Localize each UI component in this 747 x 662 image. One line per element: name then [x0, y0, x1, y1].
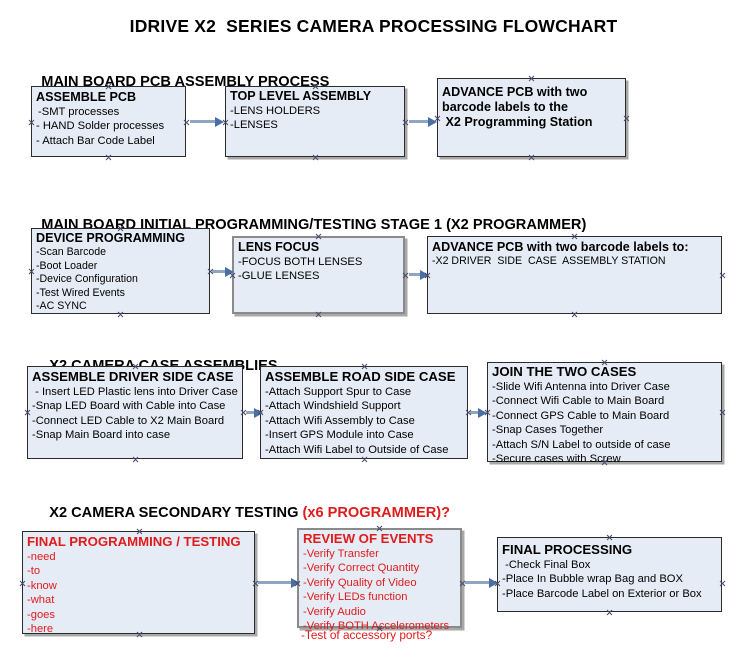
node-heading: REVIEW OF EVENTS: [303, 531, 434, 546]
node-line: -Snap Cases Together: [492, 424, 604, 437]
node-line: - Attach Bar Code Label: [36, 134, 155, 147]
arrow-device-programming-to-lens-focus: [212, 266, 234, 277]
node-line: -Connect LED Cable to X2 Main Board: [32, 414, 225, 427]
section-title-x2-camera-secondary-testing: X2 CAMERA SECONDARY TESTING (x6 PROGRAMM…: [33, 489, 450, 537]
node-line: -Place In Bubble wrap Bag and BOX: [502, 573, 683, 586]
section-title-accent: (x6 PROGRAMMER)?: [302, 505, 451, 521]
node-review-of-events[interactable]: REVIEW OF EVENTS -Verify Transfer -Verif…: [297, 528, 462, 632]
node-heading: FINAL PROGRAMMING / TESTING: [27, 534, 241, 549]
node-line: barcode labels to the: [442, 100, 568, 114]
node-line: -Verify Transfer: [303, 548, 379, 560]
node-line: -Place Barcode Label on Exterior or Box: [502, 587, 702, 600]
node-heading: ADVANCE PCB with two barcode labels to:: [432, 240, 689, 254]
node-line: -Check Final Box: [502, 559, 591, 571]
node-heading: FINAL PROCESSING: [502, 542, 633, 557]
node-line: -AC SYNC: [36, 300, 87, 313]
arrow-driver-case-to-road-case: [246, 407, 263, 418]
node-heading: ASSEMBLE ROAD SIDE CASE: [265, 369, 456, 384]
node-line: -X2 DRIVER SIDE CASE ASSEMBLY STATION: [432, 255, 666, 267]
node-line: -Test Wired Events: [36, 286, 125, 299]
node-heading: ASSEMBLE PCB: [36, 90, 137, 104]
node-final-programming-testing[interactable]: FINAL PROGRAMMING / TESTING -need -to -k…: [22, 531, 255, 636]
node-final-processing[interactable]: FINAL PROCESSING -Check Final Box -Place…: [497, 537, 722, 612]
node-assemble-pcb[interactable]: ASSEMBLE PCB -SMT processes - HAND Solde…: [31, 86, 186, 157]
section-title-text: X2 CAMERA SECONDARY TESTING: [49, 505, 303, 521]
node-line: -Connect GPS Cable to Main Board: [492, 409, 670, 422]
arrow-review-to-final-processing: [465, 577, 498, 588]
node-assemble-driver-side-case[interactable]: ASSEMBLE DRIVER SIDE CASE - Insert LED P…: [27, 366, 243, 459]
node-device-programming[interactable]: DEVICE PROGRAMMING -Scan Barcode -Boot L…: [31, 228, 210, 314]
node-line: -what: [27, 594, 55, 607]
node-line: X2 Programming Station: [442, 115, 593, 129]
node-line: -Secure cases with Screw: [492, 453, 621, 466]
node-line: -Attach Wifi Assembly to Case: [265, 414, 415, 427]
node-line: -Attach Wifi Label to Outside of Case: [265, 443, 449, 456]
node-line: -Connect Wifi Cable to Main Board: [492, 395, 665, 408]
node-line: - Insert LED Plastic lens into Driver Ca…: [32, 386, 238, 398]
node-line: -Verify Audio: [303, 605, 366, 618]
node-line: -Attach S/N Label to outside of case: [492, 438, 671, 451]
node-line: -Attach Support Spur to Case: [265, 386, 412, 398]
node-heading: ADVANCE PCB with two: [442, 85, 588, 99]
node-line: -Slide Wifi Antenna into Driver Case: [492, 381, 670, 393]
arrow-lens-focus-to-advance-pcb: [409, 269, 429, 280]
node-line: -Verify Quality of Video: [303, 576, 417, 589]
node-assemble-road-side-case[interactable]: ASSEMBLE ROAD SIDE CASE -Attach Support …: [260, 366, 468, 459]
node-line: -here: [27, 623, 54, 636]
node-line: -know: [27, 579, 57, 592]
node-line: -need: [27, 551, 56, 563]
node-top-level-assembly[interactable]: TOP LEVEL ASSEMBLY -LENS HOLDERS -LENSES: [225, 86, 405, 157]
node-line: -Insert GPS Module into Case: [265, 429, 414, 442]
node-line: -Device Configuration: [36, 273, 138, 286]
node-line: -Verify Correct Quantity: [303, 562, 420, 575]
node-line: -Snap Main Board into case: [32, 429, 171, 442]
node-advance-pcb-to-driver-side-station[interactable]: ADVANCE PCB with two barcode labels to: …: [427, 236, 722, 314]
node-line: -GLUE LENSES: [238, 270, 320, 283]
node-lens-focus[interactable]: LENS FOCUS -FOCUS BOTH LENSES -GLUE LENS…: [232, 236, 405, 314]
node-line: -to: [27, 565, 41, 578]
node-line: -Attach Windshield Support: [265, 400, 401, 413]
arrow-road-case-to-join-cases: [470, 407, 487, 418]
node-line: -Scan Barcode: [36, 246, 107, 258]
node-line: -Snap LED Board with Cable into Case: [32, 400, 226, 413]
node-heading: JOIN THE TWO CASES: [492, 364, 637, 379]
node-line: - HAND Solder processes: [36, 120, 165, 133]
node-overflow-line: -Test of accessory ports?: [301, 628, 433, 642]
node-line: -SMT processes: [38, 106, 120, 118]
node-advance-pcb-to-x2-station[interactable]: ADVANCE PCB with two barcode labels to t…: [437, 78, 626, 157]
page-title: IDRIVE X2 SERIES CAMERA PROCESSING FLOWC…: [129, 16, 618, 36]
node-heading: LENS FOCUS: [238, 240, 320, 254]
node-heading: DEVICE PROGRAMMING: [36, 231, 186, 245]
node-line: -LENSES: [230, 119, 278, 132]
node-line: -Verify BOTH Accelerometers: [303, 620, 450, 633]
node-line: -Boot Loader: [36, 259, 98, 272]
node-join-the-two-cases[interactable]: JOIN THE TWO CASES -Slide Wifi Antenna i…: [487, 362, 722, 465]
node-heading: TOP LEVEL ASSEMBLY: [230, 89, 372, 103]
node-line: -Verify LEDs function: [303, 591, 408, 604]
node-line: -goes: [27, 608, 55, 621]
node-line: -FOCUS BOTH LENSES: [238, 256, 363, 268]
arrow-top-level-to-advance-pcb: [409, 116, 437, 127]
arrow-assemble-pcb-to-top-level: [190, 116, 224, 127]
arrow-final-programming-to-review: [258, 577, 300, 588]
node-line: -LENS HOLDERS: [230, 105, 321, 117]
node-heading: ASSEMBLE DRIVER SIDE CASE: [32, 369, 234, 384]
